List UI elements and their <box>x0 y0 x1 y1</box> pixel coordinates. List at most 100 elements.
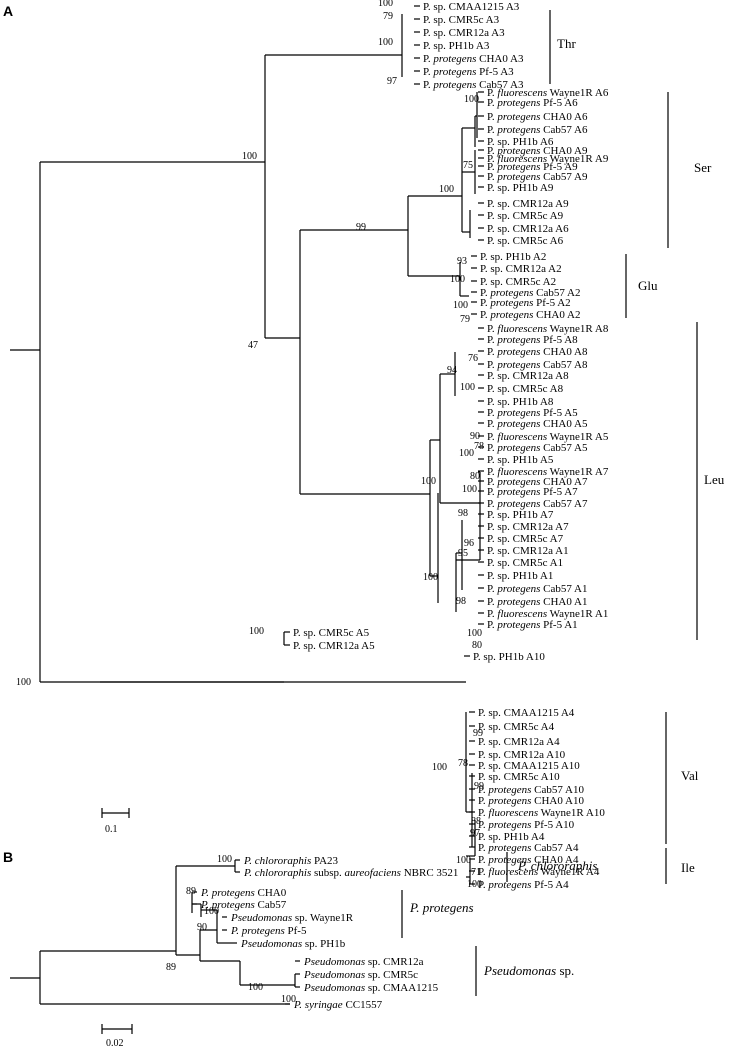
bootstrap-label-a: 71 <box>471 867 481 878</box>
leaf-label-a: P. protegens Pf-5 A9 <box>487 161 578 173</box>
leaf-label-a: P. sp. CMR12a A4 <box>478 736 560 748</box>
bootstrap-label-a: 100 <box>459 448 474 459</box>
leaf-label-a: P. protegens Cab57 A6 <box>487 124 588 136</box>
leaf-label-a: P. protegens Pf-5 A3 <box>423 66 514 78</box>
leaf-label-b: Pseudomonas sp. CMAA1215 <box>303 982 439 994</box>
leaf-label-a: P. protegens Cab57 A5 <box>487 442 588 454</box>
bootstrap-label-a: 100 <box>421 476 436 487</box>
bootstrap-label-a: 75 <box>463 160 473 171</box>
leaf-label-a: P. sp. PH1b A7 <box>487 509 554 521</box>
clade-label-a: Ile <box>681 860 695 875</box>
bootstrap-label-a: 90 <box>470 431 480 442</box>
leaf-label-a: P. sp. CMR12a A3 <box>423 27 505 39</box>
bootstrap-label-a: 78 <box>474 441 484 452</box>
leaf-label-a: P. sp. CMR12a A1 <box>487 545 569 557</box>
leaf-label-a: P. fluorescens Wayne1R A7 <box>487 466 609 478</box>
bootstrap-label-a: 80 <box>472 640 482 651</box>
clade-label-a: Thr <box>557 36 576 51</box>
bootstrap-label-a: 100 <box>242 151 257 162</box>
leaf-label-a: P. sp. PH1b A4 <box>478 831 545 843</box>
bootstrap-label-a: 94 <box>447 365 457 376</box>
leaf-label-a: P. sp. CMAA1215 A10 <box>478 760 580 772</box>
leaf-label-a: P. protegens Pf-5 A6 <box>487 97 578 109</box>
bootstrap-label-a: 80 <box>470 471 480 482</box>
leaf-label-a: P. sp. PH1b A2 <box>480 251 546 263</box>
leaf-label-a: P. sp. CMR12a A6 <box>487 223 569 235</box>
leaf-label-a: P. sp. CMAA1215 A3 <box>423 1 520 13</box>
leaf-label-a: P. protegens Cab57 A4 <box>478 842 579 854</box>
bootstrap-label-a: 100 <box>456 855 471 866</box>
leaf-label-a: P. protegens CHA0 A10 <box>478 795 584 807</box>
leaf-label-a: P. sp. CMR5c A5 <box>293 627 370 639</box>
leaf-label-a: P. protegens Cab57 A8 <box>487 359 588 371</box>
leaf-label-a: P. protegens Pf-5 A4 <box>478 879 569 891</box>
bootstrap-label-a: 97 <box>470 828 480 839</box>
bootstrap-label-a: 100 <box>467 879 482 890</box>
leaf-label-b: P. chlororaphis subsp. aureofaciens NBRC… <box>243 867 458 879</box>
leaf-label-a: P. fluorescens Wayne1R A10 <box>478 807 605 819</box>
leaf-label-a: P. fluorescens Wayne1R A9 <box>487 153 609 165</box>
bootstrap-label-a: 93 <box>457 256 467 267</box>
leaf-label-a: P. protegens CHA0 A7 <box>487 476 588 488</box>
bootstrap-label-a: 100 <box>16 677 31 688</box>
leaf-label-a: P. sp. CMR12a A2 <box>480 263 562 275</box>
leaf-label-a: P. protegens CHA0 A4 <box>478 854 579 866</box>
leaf-label-a: P. protegens Pf-5 A5 <box>487 407 578 419</box>
leaf-label-a: P. protegens CHA0 A9 <box>487 145 588 157</box>
leaf-label-a: P. fluorescens Wayne1R A6 <box>487 87 609 99</box>
leaf-label-b: Pseudomonas sp. CMR12a <box>303 956 424 968</box>
clade-label-b: P. chlororaphis <box>517 858 597 873</box>
leaf-label-a: P. sp. CMR5c A8 <box>487 383 564 395</box>
leaf-label-a: P. protegens Pf-5 A1 <box>487 619 578 631</box>
bootstrap-label-a: 99 <box>473 728 483 739</box>
bootstrap-label-a: 98 <box>458 508 468 519</box>
bootstrap-label-a: 79 <box>383 11 393 22</box>
bootstrap-label-b: 100 <box>248 982 263 993</box>
leaf-label-a: P. sp. PH1b A5 <box>487 454 554 466</box>
leaf-label-a: P. protegens Pf-5 A8 <box>487 334 578 346</box>
leaf-label-a: P. fluorescens Wayne1R A5 <box>487 431 609 443</box>
leaf-label-a: P. protegens CHA0 A1 <box>487 596 587 608</box>
bootstrap-label-a: 100 <box>423 572 438 583</box>
leaf-label-a: P. sp. PH1b A1 <box>487 570 553 582</box>
leaf-label-a: P. protegens Cab57 A7 <box>487 498 588 510</box>
leaf-label-b: P. chlororaphis PA23 <box>243 855 339 867</box>
leaf-label-b: Pseudomonas sp. CMR5c <box>303 969 418 981</box>
leaf-label-b: P. syringae CC1557 <box>293 999 383 1011</box>
leaf-label-a: P. sp. CMR5c A7 <box>487 533 564 545</box>
leaf-label-a: P. sp. PH1b A6 <box>487 136 554 148</box>
leaf-label-a: P. sp. PH1b A9 <box>487 182 554 194</box>
leaf-label-a: P. sp. CMR12a A5 <box>293 640 375 652</box>
leaf-label-b: P. protegens Pf-5 <box>230 925 307 937</box>
leaf-label-a: P. protegens Cab57 A2 <box>480 287 580 299</box>
leaf-label-a: P. sp. CMR5c A9 <box>487 210 564 222</box>
bootstrap-label-a: 97 <box>387 76 397 87</box>
clade-label-a: Val <box>681 768 699 783</box>
leaf-label-a: P. sp. CMR5c A1 <box>487 557 563 569</box>
bootstrap-label-a: 100 <box>378 37 393 48</box>
leaf-label-a: P. protegens Pf-5 A2 <box>480 297 571 309</box>
bootstrap-label-a: 79 <box>460 314 470 325</box>
leaf-label-a: P. protegens Cab57 A3 <box>423 79 524 91</box>
bootstrap-label-a: 47 <box>248 340 258 351</box>
leaf-label-b: Pseudomonas sp. PH1b <box>240 938 346 950</box>
panel-label-b: B <box>3 849 13 865</box>
bootstrap-label-a: 78 <box>458 758 468 769</box>
leaf-label-a: P. protegens CHA0 A5 <box>487 418 588 430</box>
leaf-label-a: P. sp. CMR5c A2 <box>480 276 556 288</box>
bootstrap-label-a: 100 <box>439 184 454 195</box>
leaf-label-a: P. sp. PH1b A8 <box>487 396 554 408</box>
clade-label-b: P. protegens <box>409 900 474 915</box>
leaf-label-a: P. fluorescens Wayne1R A8 <box>487 323 609 335</box>
clade-label-a: Glu <box>638 278 658 293</box>
bootstrap-label-a: 100 <box>249 626 264 637</box>
leaf-label-a: P. sp. CMR12a A10 <box>478 749 566 761</box>
leaf-label-a: P. fluorescens Wayne1R A4 <box>478 866 600 878</box>
leaf-label-a: P. protegens CHA0 A3 <box>423 53 524 65</box>
bootstrap-label-a: 96 <box>464 538 474 549</box>
bootstrap-label-b: 100 <box>204 906 219 917</box>
leaf-label-a: P. sp. CMR5c A3 <box>423 14 500 26</box>
bootstrap-label-a: 99 <box>474 781 484 792</box>
leaf-label-a: P. protegens Cab57 A9 <box>487 171 588 183</box>
